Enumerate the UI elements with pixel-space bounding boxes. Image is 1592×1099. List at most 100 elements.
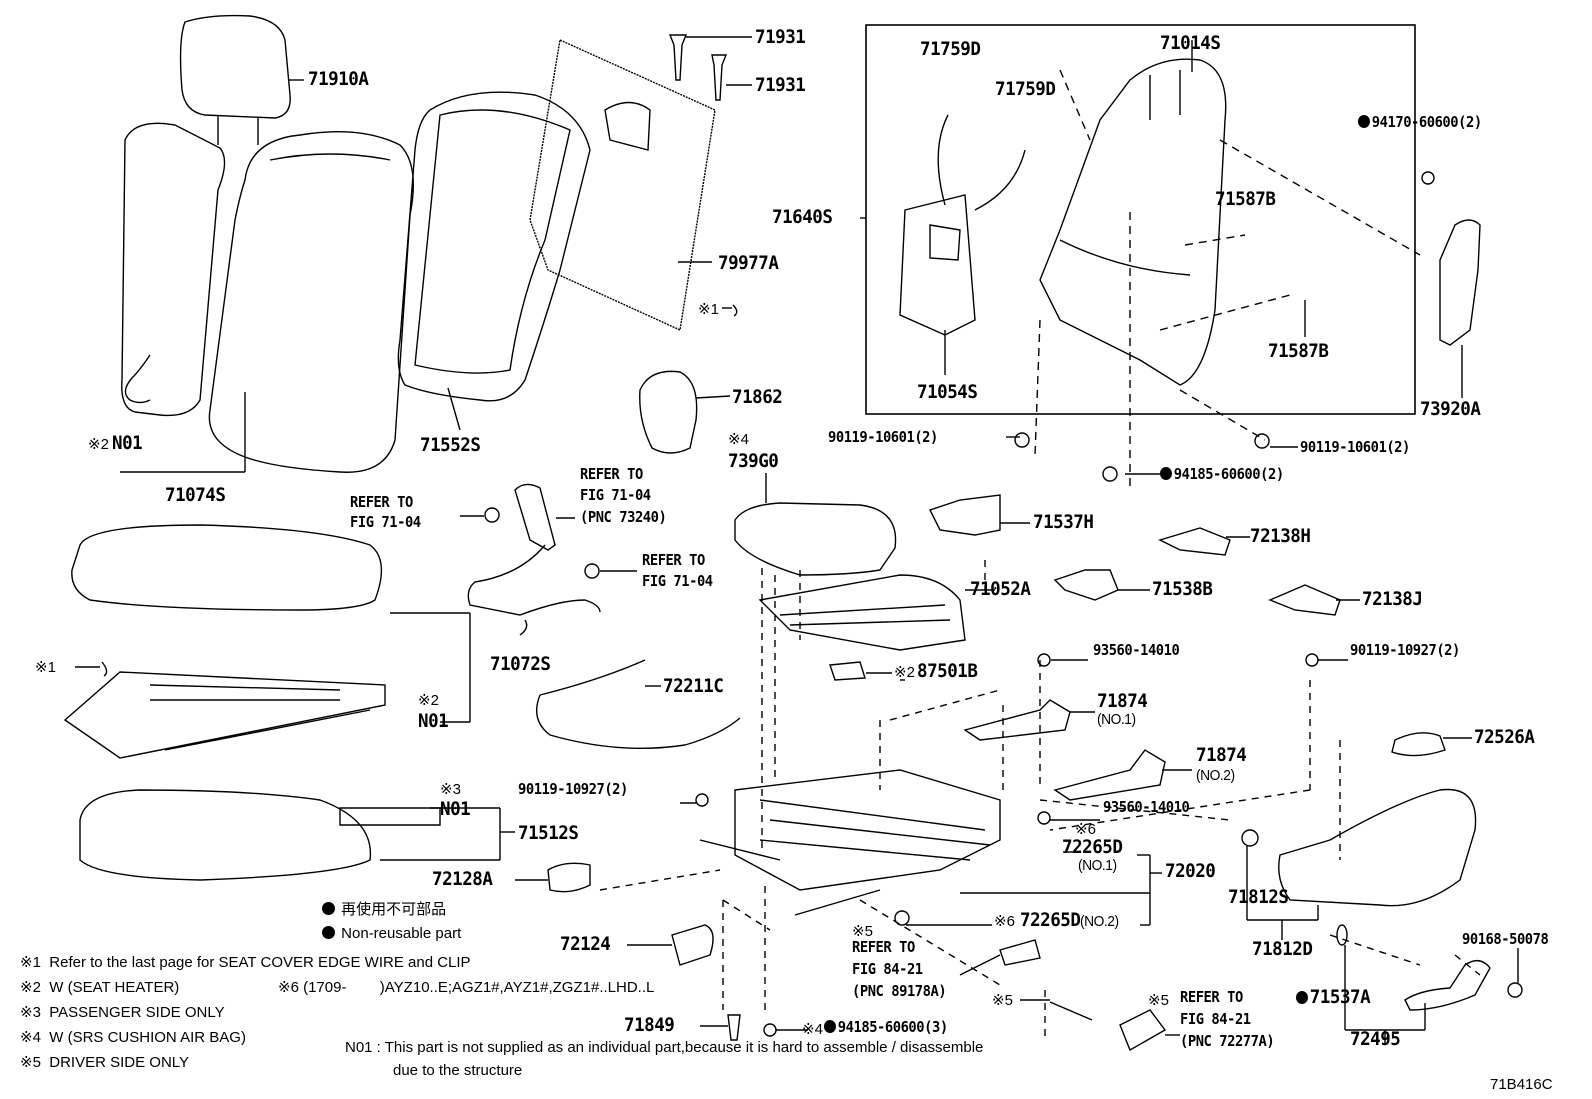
seatback-frame-71014S bbox=[1039, 40, 1227, 386]
part-label-72265D-no1: (NO.1) bbox=[1078, 857, 1117, 874]
cover-71874-no2 bbox=[1053, 749, 1166, 801]
seat-cushion-pad bbox=[79, 789, 372, 881]
part-label-72495: 72495 bbox=[1350, 1028, 1401, 1050]
refer-fig-84-21[interactable]: REFER TO bbox=[1180, 988, 1243, 1006]
part-label-94185-60600-3: 94185-60600(3) bbox=[824, 1020, 948, 1035]
part-label-71072S: 71072S bbox=[490, 653, 551, 675]
part-label-71874-no1: (NO.1) bbox=[1097, 711, 1136, 728]
footnote-mark-5: ※5 bbox=[852, 923, 873, 940]
footnote-mark-1: ※1 bbox=[35, 659, 56, 676]
headrest-71910A bbox=[179, 14, 304, 145]
seat-cushion-cover-71072S bbox=[71, 524, 383, 611]
refer-fig-84-21-link[interactable]: FIG 84-21 bbox=[1180, 1010, 1251, 1028]
n01-note: N01 : This part is not supplied as an in… bbox=[345, 1039, 984, 1056]
part-label-71587B: 71587B bbox=[1215, 188, 1276, 210]
refer-fig-71-04-pnc[interactable]: REFER TO bbox=[580, 465, 643, 483]
part-label-72211C: 72211C bbox=[663, 675, 724, 697]
part-label-71054S: 71054S bbox=[917, 381, 978, 403]
part-label-71014S: 71014S bbox=[1160, 32, 1221, 54]
refer-fig-71-04-link[interactable]: FIG 71-04 bbox=[350, 513, 421, 531]
part-label-71874-no2: (NO.2) bbox=[1196, 767, 1235, 784]
footnote-5: ※5 DRIVER SIDE ONLY bbox=[20, 1054, 190, 1071]
part-label-N01: N01 bbox=[440, 798, 471, 820]
seat-side-shield-71812S bbox=[1278, 732, 1477, 907]
refer-fig-71-04[interactable]: REFER TO bbox=[350, 493, 413, 511]
part-label-90119-10601: 90119-10601(2) bbox=[1300, 438, 1410, 456]
part-label-71537A: 71537A bbox=[1296, 988, 1371, 1007]
footnote-3: ※3 PASSENGER SIDE ONLY bbox=[20, 1004, 225, 1021]
part-label-90119-10927: 90119-10927(2) bbox=[518, 780, 628, 798]
part-label-72138H: 72138H bbox=[1250, 525, 1311, 547]
seatback-cover bbox=[208, 130, 415, 473]
seatback-frame-group-box bbox=[865, 24, 1416, 415]
side-airbag-71862 bbox=[639, 370, 731, 454]
part-label-71874: 71874 bbox=[1196, 744, 1247, 766]
dashed-leaders-frame bbox=[1034, 69, 1421, 488]
refer-pnc-73240[interactable]: (PNC 73240) bbox=[580, 508, 667, 526]
refer-pnc-89178A[interactable]: (PNC 89178A) bbox=[852, 982, 947, 1000]
part-label-94170-60600: 94170-60600(2) bbox=[1358, 115, 1482, 130]
part-label-71812S: 71812S bbox=[1228, 886, 1289, 908]
seat-adjuster-72020 bbox=[699, 769, 1001, 916]
footnote-1: ※1 Refer to the last page for SEAT COVER… bbox=[20, 954, 471, 971]
part-label-71552S: 71552S bbox=[420, 434, 481, 456]
refer-fig-71-04-link[interactable]: FIG 71-04 bbox=[642, 572, 713, 590]
non-reusable-dot bbox=[1358, 115, 1370, 128]
part-72124 bbox=[671, 924, 714, 966]
cushion-airbag-739G0 bbox=[734, 473, 897, 576]
footnote-6: ※6 (1709- )AYZ10..E;AGZ1#,AYZ1#,ZGZ1#..L… bbox=[278, 979, 655, 996]
part-label-79977A: 79977A bbox=[718, 252, 779, 274]
part-label-72265D-no2: (NO.2) bbox=[1080, 913, 1119, 930]
seat-spring-71052A bbox=[758, 574, 966, 651]
part-label-71849: 71849 bbox=[624, 1014, 675, 1036]
part-label-N01: N01 bbox=[112, 432, 143, 454]
legend-nonreusable-jp: 再使用不可部品 bbox=[322, 902, 446, 917]
footnote-4: ※4 W (SRS CUSHION AIR BAG) bbox=[20, 1029, 246, 1046]
refer-fig-84-21-link[interactable]: FIG 84-21 bbox=[852, 960, 923, 978]
part-label-71512S: 71512S bbox=[518, 822, 579, 844]
part-72138J bbox=[1268, 584, 1341, 616]
non-reusable-dot bbox=[322, 902, 335, 915]
seat-heater-pad bbox=[63, 671, 386, 759]
part-label-71910A: 71910A bbox=[308, 68, 369, 90]
lumbar-support-71054S bbox=[899, 114, 1026, 375]
footnote-mark-4: ※4 bbox=[728, 431, 749, 448]
part-label-72020: 72020 bbox=[1165, 860, 1216, 882]
refer-fig-84-21[interactable]: REFER TO bbox=[852, 938, 915, 956]
part-label-72265D: 72265D bbox=[1020, 909, 1081, 931]
knob-72495 bbox=[1336, 924, 1523, 1011]
part-label-71759D: 71759D bbox=[920, 38, 981, 60]
part-label-71812D: 71812D bbox=[1252, 938, 1313, 960]
part-label-94185-60600-2: 94185-60600(2) bbox=[1160, 467, 1284, 482]
non-reusable-dot bbox=[1296, 991, 1308, 1004]
footnote-mark-5: ※5 bbox=[1148, 992, 1169, 1009]
refer-pnc-72277A[interactable]: (PNC 72277A) bbox=[1180, 1032, 1275, 1050]
part-71537H bbox=[929, 494, 1001, 536]
part-label-739G0: 739G0 bbox=[728, 450, 779, 472]
side-airbag-73920A bbox=[1439, 219, 1481, 398]
part-label-90168-50078: 90168-50078 bbox=[1462, 930, 1549, 948]
back-board-79977A bbox=[529, 38, 716, 332]
part-label-90119-10601: 90119-10601(2) bbox=[828, 428, 938, 446]
part-label-71538B: 71538B bbox=[1152, 578, 1213, 600]
footnote-mark-6: ※6 bbox=[994, 913, 1015, 930]
part-label-71931: 71931 bbox=[755, 74, 806, 96]
part-label-71862: 71862 bbox=[732, 386, 783, 408]
cover-71874-no1 bbox=[963, 699, 1071, 741]
part-label-71640S: 71640S bbox=[772, 206, 833, 228]
n01-note-cont: due to the structure bbox=[393, 1062, 523, 1079]
legend-nonreusable-en: Non-reusable part bbox=[322, 926, 461, 941]
pins-71931 bbox=[668, 34, 752, 101]
belt-buckle-harness bbox=[467, 483, 601, 636]
seatback-pad bbox=[121, 122, 226, 417]
footnote-mark-2: ※2 bbox=[88, 436, 109, 453]
part-label-71074S: 71074S bbox=[165, 484, 226, 506]
refer-fig-71-04[interactable]: REFER TO bbox=[642, 551, 705, 569]
refer-fig-71-04-pnc-link[interactable]: FIG 71-04 bbox=[580, 486, 651, 504]
part-label-72138J: 72138J bbox=[1362, 588, 1423, 610]
part-label-71931: 71931 bbox=[755, 26, 806, 48]
part-label-93560-14010: 93560-14010 bbox=[1093, 641, 1180, 659]
part-label-73920A: 73920A bbox=[1420, 398, 1481, 420]
part-label-93560-14010: 93560-14010 bbox=[1103, 798, 1190, 816]
part-label-71537H: 71537H bbox=[1033, 511, 1094, 533]
